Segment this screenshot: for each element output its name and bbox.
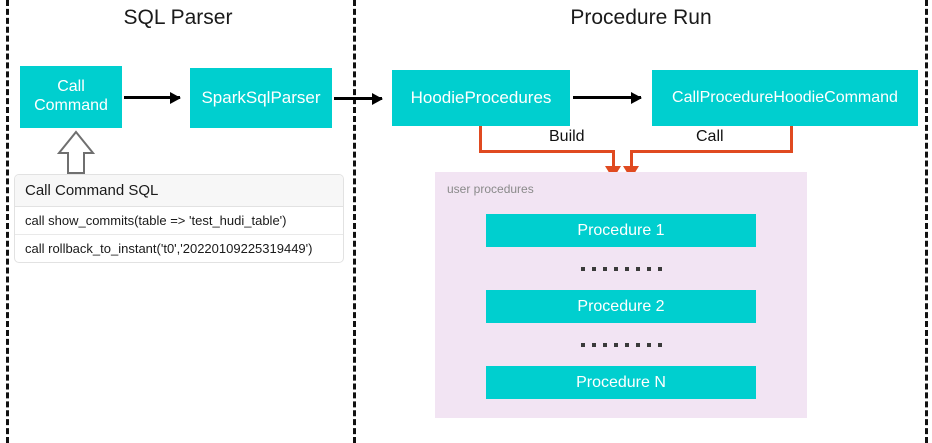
- block-up-arrow-icon: [56, 130, 96, 174]
- dot: [657, 266, 662, 271]
- procedure-item[interactable]: Procedure 2: [486, 290, 756, 323]
- dot: [591, 266, 596, 271]
- user-procedures-label: user procedures: [447, 182, 534, 196]
- dot: [624, 266, 629, 271]
- node-call-command[interactable]: Call Command: [20, 66, 122, 128]
- dot: [580, 342, 585, 347]
- node-hoodie-procedures[interactable]: HoodieProcedures: [392, 70, 570, 126]
- call-command-sql-row: call show_commits(table => 'test_hudi_ta…: [15, 207, 343, 235]
- call-connector-segment: [630, 150, 793, 153]
- dot: [646, 342, 651, 347]
- call-connector-segment: [630, 150, 633, 169]
- separator-left: [6, 0, 9, 443]
- node-call-command-line2: Command: [34, 97, 108, 114]
- separator-middle: [353, 0, 356, 443]
- procedure-item[interactable]: Procedure 1: [486, 214, 756, 247]
- separator-right: [925, 0, 928, 443]
- section-title-procedure-run: Procedure Run: [570, 6, 712, 29]
- dot: [602, 342, 607, 347]
- section-title-sql-parser: SQL Parser: [123, 6, 233, 29]
- dot: [646, 266, 651, 271]
- dot: [602, 266, 607, 271]
- edge-label-call: Call: [692, 128, 728, 146]
- dot: [580, 266, 585, 271]
- build-connector-segment: [479, 126, 482, 153]
- dot: [635, 342, 640, 347]
- dot: [635, 266, 640, 271]
- dot: [657, 342, 662, 347]
- dot: [613, 266, 618, 271]
- node-call-command-line1: Call: [57, 78, 85, 96]
- procedure-item-label: Procedure 2: [577, 297, 665, 315]
- call-connector-segment: [790, 126, 793, 153]
- procedure-item-label: Procedure N: [576, 373, 666, 391]
- arrow-call-command-to-spark-sql-parser: [124, 96, 180, 99]
- node-call-command-label: Call Command: [34, 78, 108, 116]
- build-connector-segment: [479, 150, 615, 153]
- ellipsis-dots: [486, 252, 756, 285]
- arrow-spark-sql-parser-to-hoodie-procedures: [334, 97, 382, 100]
- user-procedures-panel: user procedures Procedure 1 Procedure 2: [435, 172, 807, 418]
- call-command-sql-card-header: Call Command SQL: [15, 175, 343, 207]
- edge-label-build: Build: [545, 128, 589, 146]
- dot: [613, 342, 618, 347]
- procedure-item-label: Procedure 1: [577, 221, 665, 239]
- procedure-item[interactable]: Procedure N: [486, 366, 756, 399]
- ellipsis-dots: [486, 328, 756, 361]
- call-command-sql-row: call rollback_to_instant('t0','202201092…: [25, 241, 313, 256]
- node-hoodie-procedures-label: HoodieProcedures: [410, 87, 552, 107]
- node-spark-sql-parser[interactable]: SparkSqlParser: [190, 68, 332, 128]
- dot: [591, 342, 596, 347]
- node-call-procedure-hoodie-command-label: CallProcedureHoodieCommand: [672, 88, 898, 106]
- build-connector-segment: [612, 150, 615, 169]
- dot: [624, 342, 629, 347]
- call-command-sql-card: Call Command SQL call show_commits(table…: [14, 174, 344, 263]
- node-call-procedure-hoodie-command[interactable]: CallProcedureHoodieCommand: [652, 70, 918, 126]
- node-spark-sql-parser-label: SparkSqlParser: [201, 87, 321, 107]
- arrow-hoodie-procedures-to-call-procedure-hoodie-command: [573, 96, 641, 99]
